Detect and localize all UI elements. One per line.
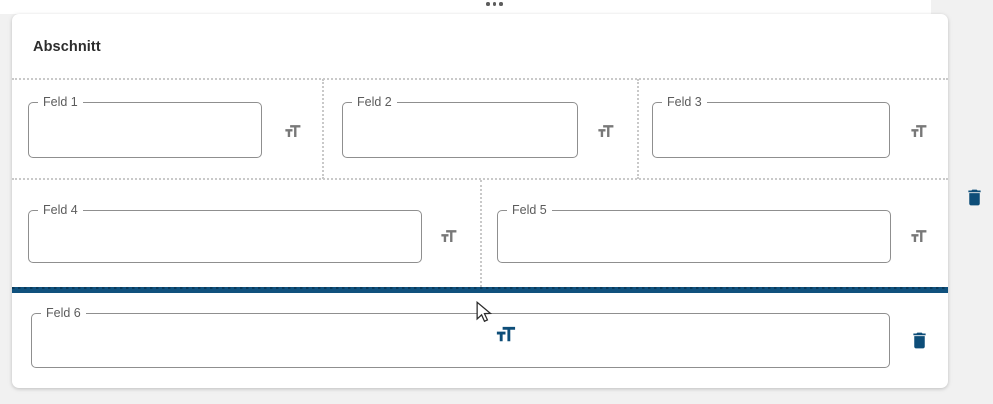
field-feld-3: Feld 3: [652, 95, 890, 158]
format-size-button-2[interactable]: [596, 122, 615, 141]
field-feld-4: Feld 4: [28, 203, 422, 263]
format-size-button-6[interactable]: [494, 323, 517, 346]
field-label: Feld 2: [357, 95, 392, 109]
field-input-1[interactable]: [29, 109, 261, 157]
field-feld-5: Feld 5: [497, 203, 891, 263]
format-size-icon: [598, 125, 614, 138]
delete-field-button[interactable]: [909, 330, 930, 351]
delete-section-button[interactable]: [964, 187, 985, 208]
top-panel: [0, 0, 931, 14]
field-label: Feld 5: [512, 203, 547, 217]
field-input-4[interactable]: [29, 217, 421, 262]
dotted-divider: [12, 78, 948, 80]
field-label: Feld 4: [43, 203, 78, 217]
format-size-icon: [496, 326, 516, 342]
format-size-icon: [441, 230, 457, 243]
dotted-divider: [12, 178, 948, 180]
format-size-icon: [285, 125, 301, 138]
field-input-2[interactable]: [343, 109, 577, 157]
field-input-3[interactable]: [653, 109, 889, 157]
field-label: Feld 6: [46, 306, 81, 320]
field-label: Feld 3: [667, 95, 702, 109]
trash-icon: [968, 189, 981, 206]
field-input-6[interactable]: [32, 320, 889, 367]
format-size-button-3[interactable]: [909, 122, 928, 141]
section-title: Abschnitt: [33, 39, 101, 55]
field-feld-1: Feld 1: [28, 95, 262, 158]
format-size-button-1[interactable]: [283, 122, 302, 141]
dotted-divider: [322, 79, 324, 179]
format-size-icon: [911, 125, 927, 138]
field-input-5[interactable]: [498, 217, 890, 262]
format-size-icon: [911, 230, 927, 243]
drag-handle[interactable]: [486, 0, 506, 8]
field-label: Feld 1: [43, 95, 78, 109]
dotted-divider: [480, 180, 482, 287]
field-feld-6: Feld 6: [31, 306, 890, 368]
format-size-button-4[interactable]: [439, 227, 458, 246]
format-size-button-5[interactable]: [909, 227, 928, 246]
section-card: Abschnitt Feld 1 Feld 2 Feld 3: [12, 14, 948, 388]
trash-icon: [913, 332, 926, 349]
drop-indicator: [12, 287, 948, 293]
dotted-divider: [637, 79, 639, 179]
field-feld-2: Feld 2: [342, 95, 578, 158]
